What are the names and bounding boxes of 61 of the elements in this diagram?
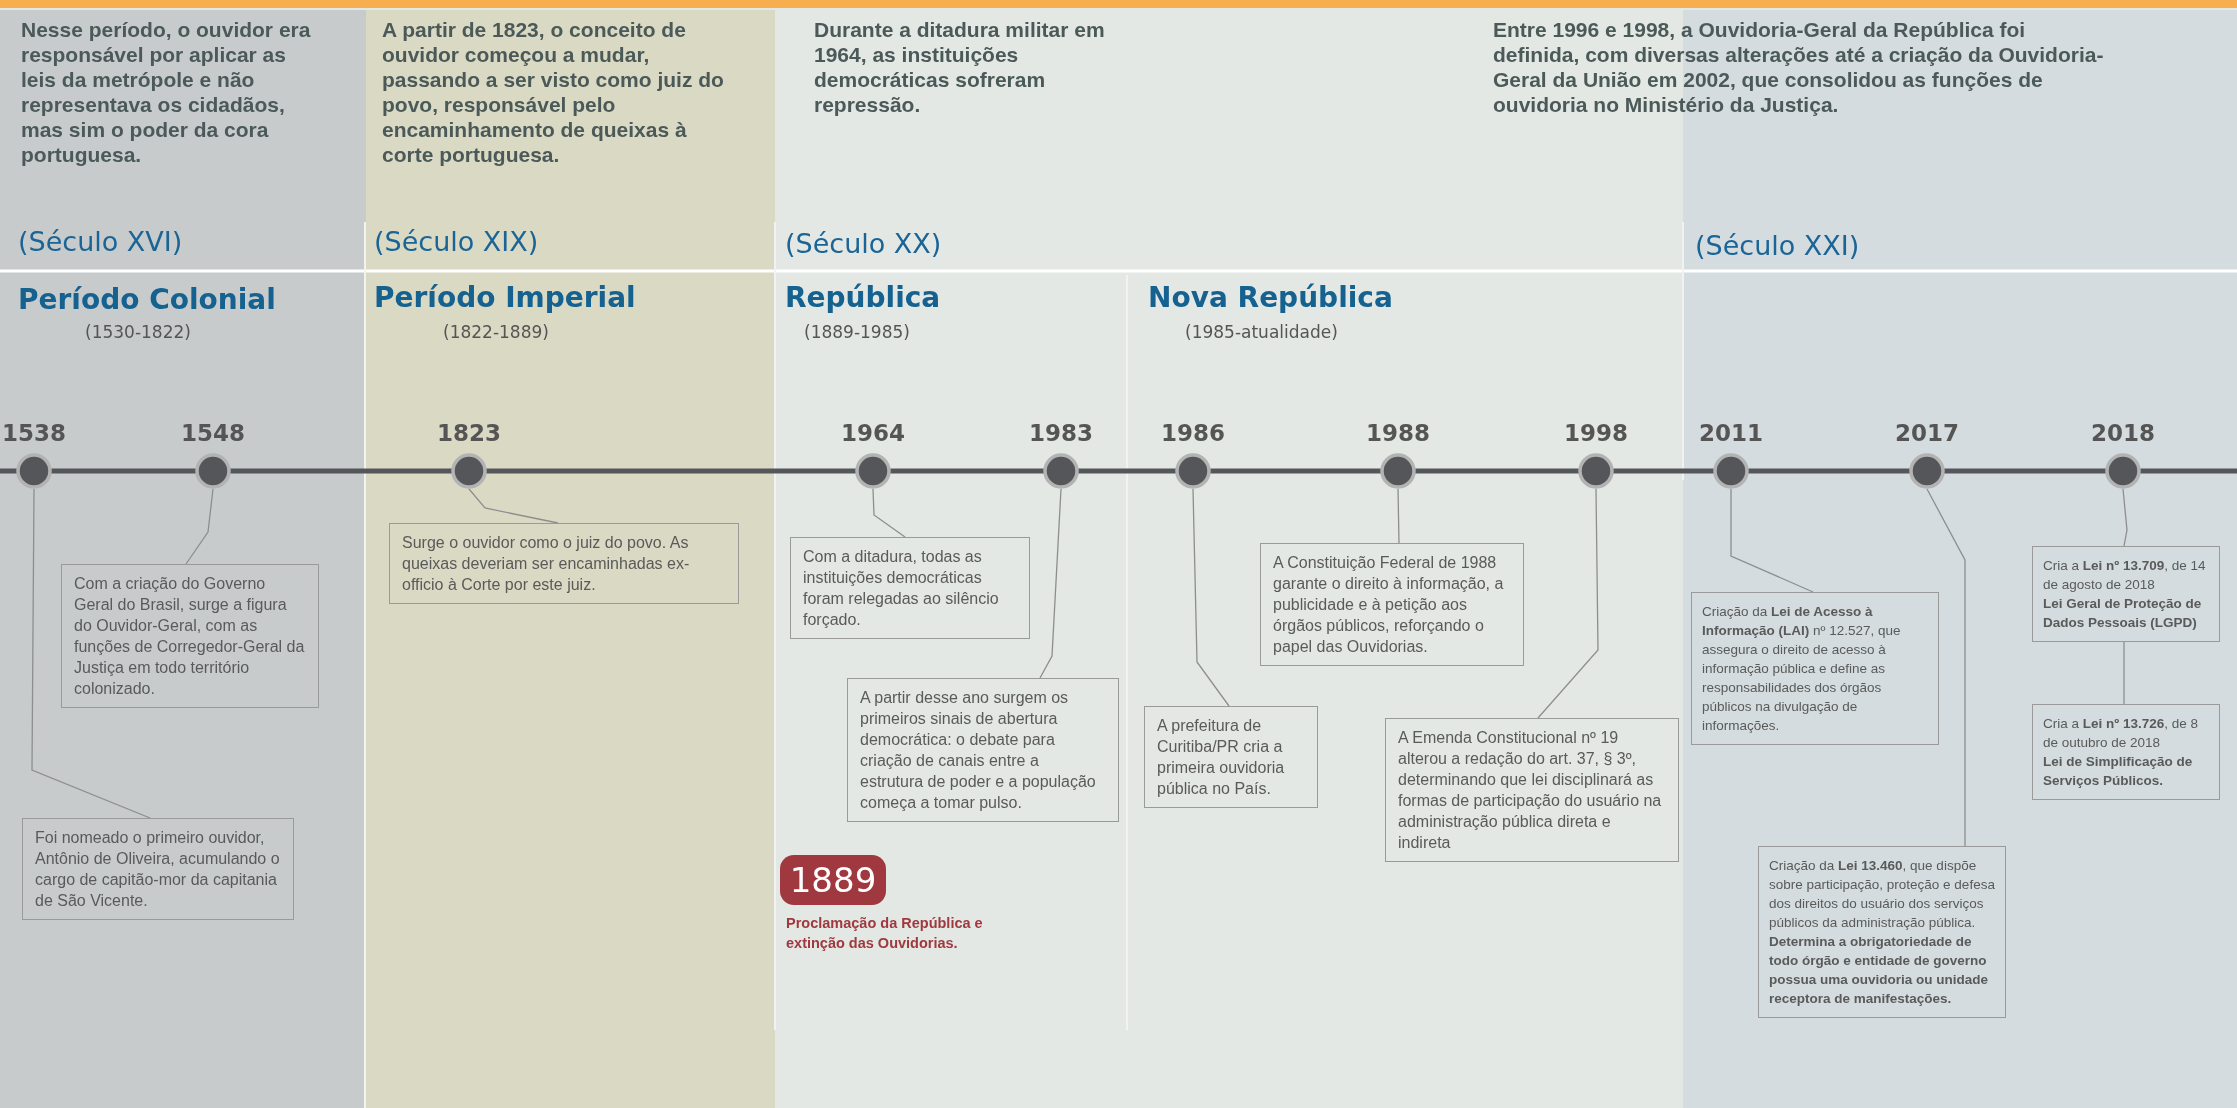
intro-paragraph: Entre 1996 e 1998, a Ouvidoria-Geral da República foi definida, com diversas alterações até a criação da Ouvidoria-Geral da União em 2002, que consolidou as funções de ouvidoria no Ministério da Justiça. <box>1493 17 2105 117</box>
era-band <box>0 10 366 1108</box>
leader-line <box>1397 488 1400 544</box>
period-dates: (1889-1985) <box>804 322 910 342</box>
event-box: Com a criação do Governo Geral do Brasil, surge a figura do Ouvidor-Geral, com as funções de Corregedor-Geral da Justiça em todo território colonizado. <box>61 564 319 708</box>
event-box: A prefeitura de Curitiba/PR cria a primeira ouvidoria pública no País. <box>1144 706 1318 808</box>
century-label: (Século XIX) <box>374 226 539 257</box>
leader-line <box>468 488 559 524</box>
event-text: Determina a obrigatoriedade de todo órgão e entidade de governo possua uma ouvidoria ou unidade receptora de manifestações. <box>1769 933 1990 1008</box>
year-label: 1998 <box>1563 420 1629 446</box>
event-box <box>2032 704 2220 800</box>
event-box <box>1758 846 2006 1018</box>
period-title: Período Imperial <box>374 281 636 314</box>
year-badge: 1889 <box>780 855 886 905</box>
leader-line <box>2122 488 2128 547</box>
event-box: Surge o ouvidor como o juiz do povo. As queixas deveriam ser encaminhadas ex-officio à Corte por este juiz. <box>389 523 739 604</box>
period-dates: (1985-atualidade) <box>1185 322 1338 342</box>
period-title: República <box>785 281 941 314</box>
event-box: A Emenda Constitucional nº 19 alterou a redação do art. 37, § 3º, determinando que lei disciplinará as formas de participação do usuário na administração pública direta e indireta <box>1385 718 1679 862</box>
year-label: 1538 <box>1 420 67 446</box>
intro-paragraph: Durante a ditadura militar em 1964, as instituições democráticas sofreram repressão. <box>814 17 1106 117</box>
event-text: Lei Geral de Proteção de Dados Pessoais (LGPD) <box>2043 595 2203 632</box>
event-text: Lei de Simplificação de Serviços Públicos. <box>2043 753 2194 790</box>
leader-line <box>1537 488 1599 719</box>
leader-line <box>872 488 906 538</box>
event-box: Criação da Lei de Acesso à Informação (LAI) nº 12.527, que assegura o direito de acesso à informação pública e define as responsabilidades dos órgãos públicos na divulgação de informações. <box>1691 592 1939 745</box>
event-text: Cria a Lei nº 13.726, de 8 de outubro de 2018 <box>2043 715 2200 752</box>
century-label: (Século XXI) <box>1695 230 1860 261</box>
year-label: 2017 <box>1894 420 1960 446</box>
year-label: 1964 <box>840 420 906 446</box>
event-caption: Proclamação da República e extinção das Ouvidorias. <box>786 914 984 953</box>
era-band <box>366 10 775 1108</box>
event-text: Cria a Lei nº 13.709, de 14 de agosto de 2018 <box>2043 557 2207 594</box>
period-dates: (1530-1822) <box>85 322 191 342</box>
event-box: Com a ditadura, todas as instituições democráticas foram relegadas ao silêncio forçado. <box>790 537 1030 639</box>
intro-paragraph: A partir de 1823, o conceito de ouvidor começou a mudar, passando a ser visto como juiz do povo, responsável pelo encaminhamento de queixas à corte portuguesa. <box>382 17 725 167</box>
year-label: 1988 <box>1365 420 1431 446</box>
intro-paragraph: Nesse período, o ouvidor era responsável por aplicar as leis da metrópole e não representava os cidadãos, mas sim o poder da cora portuguesa. <box>21 17 312 167</box>
event-text: Criação da Lei 13.460, que dispõe sobre participação, proteção e defesa dos direitos do usuário dos serviços públicos da administração pública. <box>1769 857 1995 932</box>
leader-line <box>1926 488 1966 847</box>
year-label: 2018 <box>2090 420 2156 446</box>
century-label: (Século XVI) <box>18 226 183 257</box>
century-label: (Século XX) <box>785 228 942 259</box>
leader-line <box>2123 641 2125 705</box>
leader-line <box>185 488 214 565</box>
year-label: 1986 <box>1160 420 1226 446</box>
leader-line <box>1039 488 1062 679</box>
year-label: 1548 <box>180 420 246 446</box>
year-label: 1983 <box>1028 420 1094 446</box>
period-title: Nova República <box>1148 281 1393 314</box>
event-box: A partir desse ano surgem os primeiros sinais de abertura democrática: o debate para criação de canais entre a estrutura de poder e a população começa a tomar pulso. <box>847 678 1119 822</box>
year-label: 2011 <box>1698 420 1764 446</box>
year-label: 1823 <box>436 420 502 446</box>
event-box: A Constituição Federal de 1988 garante o direito à informação, a publicidade e à petição aos órgãos públicos, reforçando o papel das Ouvidorias. <box>1260 543 1524 666</box>
leader-line <box>1730 488 1814 593</box>
event-box <box>2032 546 2220 642</box>
event-box: Foi nomeado o primeiro ouvidor, Antônio de Oliveira, acumulando o cargo de capitão-mor da capitania de São Vicente. <box>22 818 294 920</box>
period-title: Período Colonial <box>18 283 276 316</box>
period-dates: (1822-1889) <box>443 322 549 342</box>
leader-line <box>1192 488 1230 707</box>
leader-line <box>31 488 151 819</box>
